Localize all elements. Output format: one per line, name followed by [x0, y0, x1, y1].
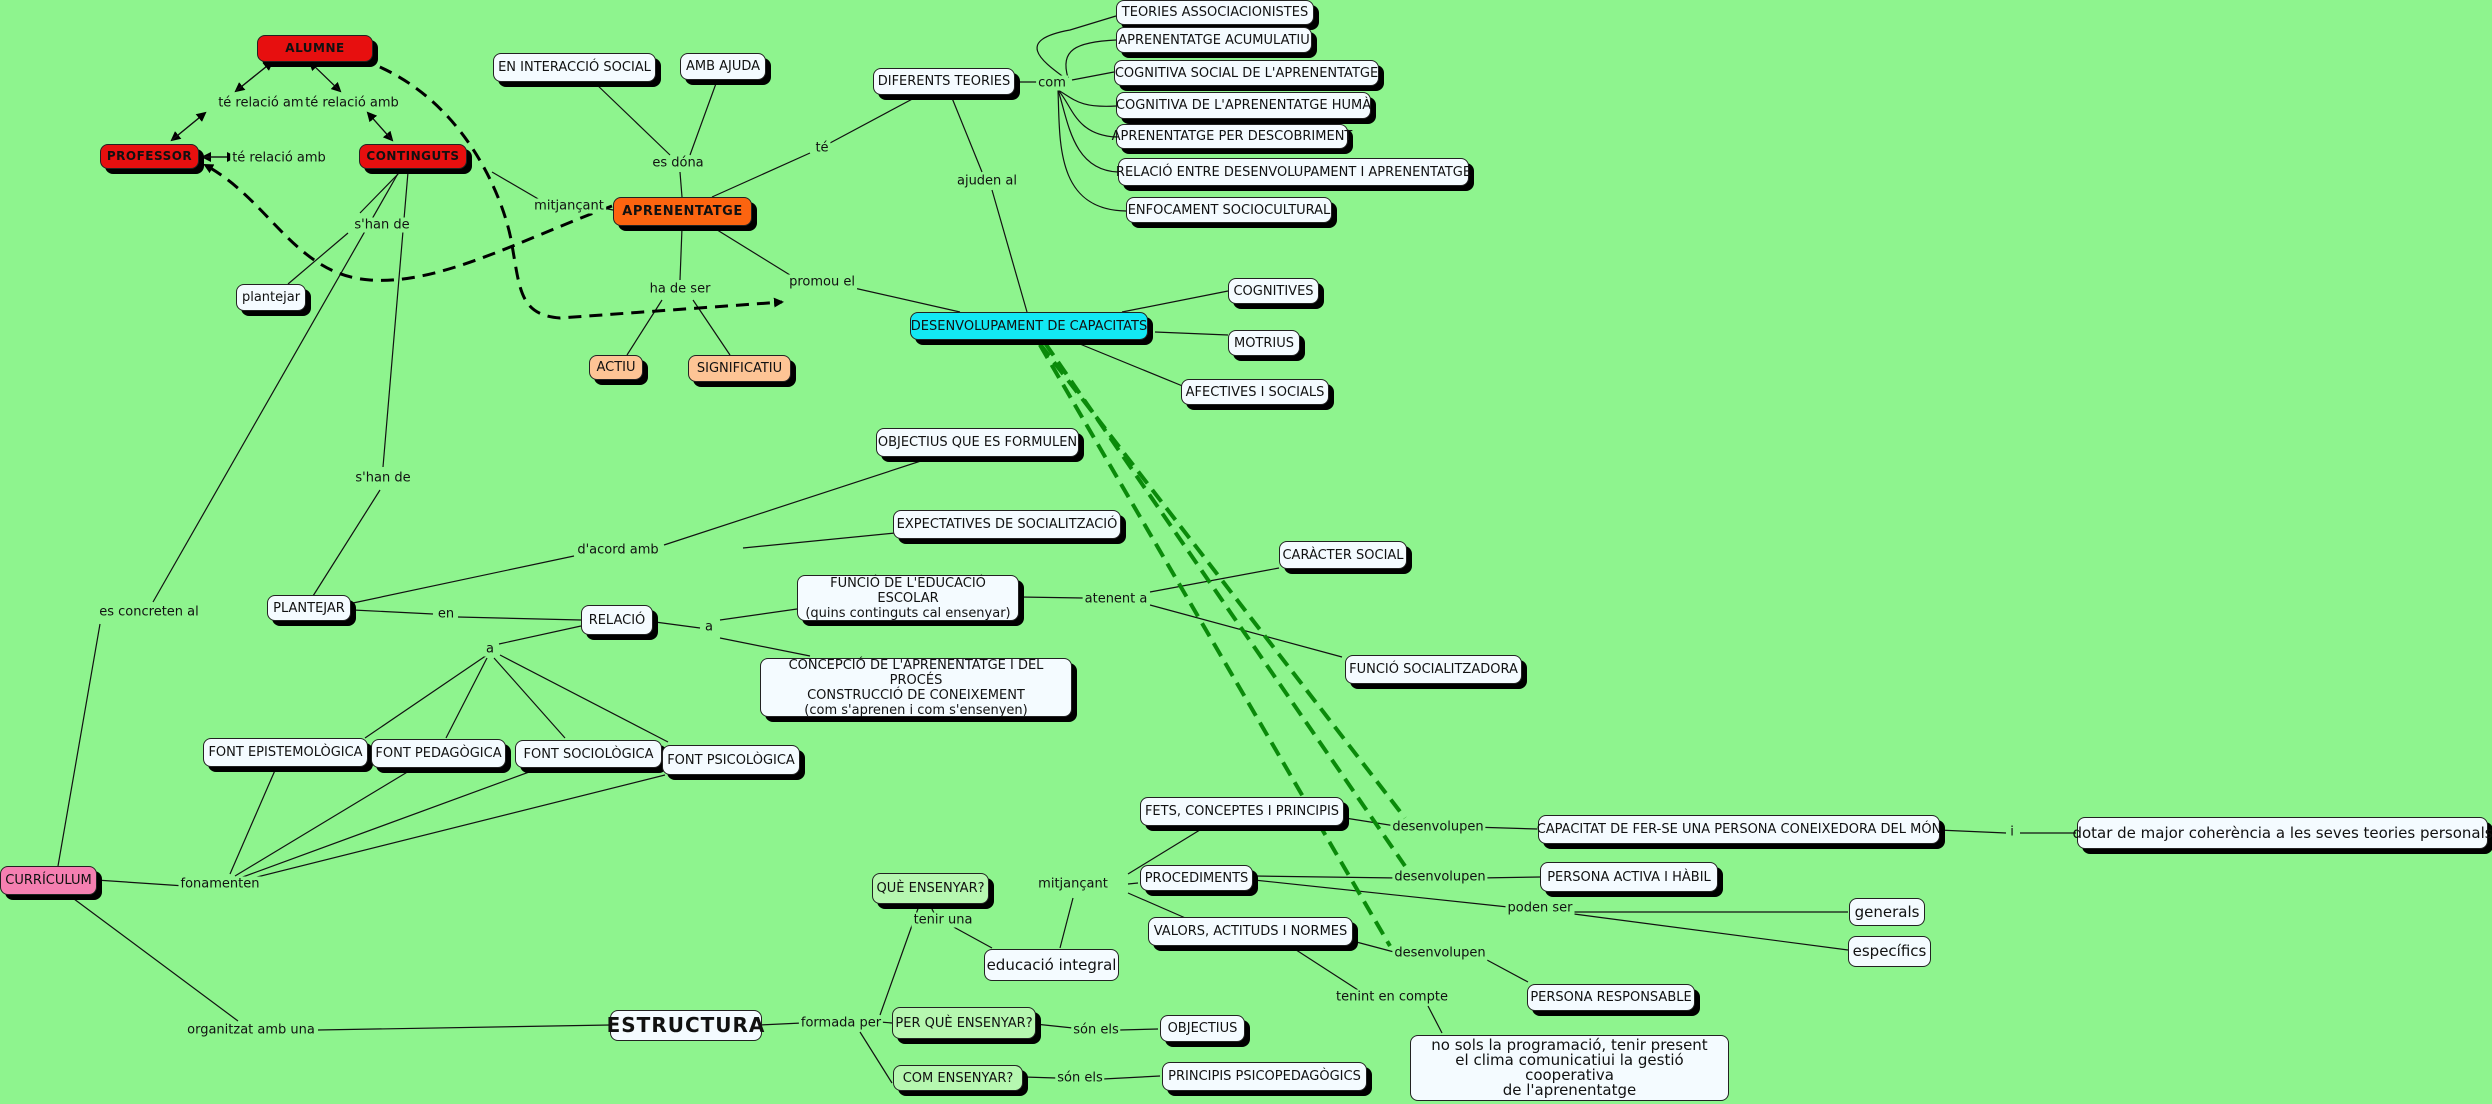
node-aprenentatge-acumulatiu[interactable]: APRENENTATGE ACUMULATIU	[1116, 27, 1312, 53]
node-cognitiva-social[interactable]: COGNITIVA SOCIAL DE L'APRENENTATGE	[1114, 60, 1379, 86]
link-label: promou el	[787, 274, 857, 290]
concepcio-line2: CONSTRUCCIÓ DE CONEIXEMENT	[807, 687, 1025, 703]
node-cognitiva-huma[interactable]: COGNITIVA DE L'APRENENTATGE HUMÀ	[1116, 92, 1371, 119]
node-procediments[interactable]: PROCEDIMENTS	[1140, 865, 1253, 891]
node-que-ensenyar[interactable]: QUÈ ENSENYAR?	[872, 873, 989, 904]
link-label: a	[703, 619, 715, 635]
node-valors[interactable]: VALORS, ACTITUDS I NORMES	[1148, 917, 1353, 946]
node-relacio[interactable]: RELACIÓ	[581, 605, 653, 635]
link-label: es concreten al	[97, 604, 201, 620]
link-label: en	[435, 606, 457, 622]
node-motrius[interactable]: MOTRIUS	[1228, 330, 1300, 356]
node-significatiu[interactable]: SIGNIFICATIU	[688, 355, 791, 382]
node-en-interaccio-social[interactable]: EN INTERACCIÓ SOCIAL	[493, 53, 656, 82]
link-label: té	[813, 140, 831, 156]
link-label: atenent a	[1082, 591, 1150, 607]
node-objectius-formulen[interactable]: OBJECTIUS QUE ES FORMULEN	[876, 428, 1079, 457]
link-label: s'han de	[352, 217, 412, 233]
concepcio-line1: CONCEPCIÓ DE L'APRENENTATGE I DEL PROCÉS	[788, 657, 1044, 688]
link-label: desenvolupen	[1390, 819, 1486, 835]
node-relacio-desenvolupament[interactable]: RELACIÓ ENTRE DESENVOLUPAMENT I APRENENT…	[1116, 158, 1471, 186]
funcio-educacio-line2: (quins continguts cal ensenyar)	[805, 605, 1011, 621]
node-teories-associacionistes[interactable]: TEORIES ASSOCIACIONISTES	[1116, 0, 1314, 25]
node-estructura[interactable]: ESTRUCTURA	[607, 1010, 764, 1041]
node-fets-conceptes[interactable]: FETS, CONCEPTES I PRINCIPIS	[1140, 797, 1344, 826]
link-label: ha de ser	[647, 281, 713, 297]
node-objectius[interactable]: OBJECTIUS	[1160, 1015, 1245, 1042]
node-persona-responsable[interactable]: PERSONA RESPONSABLE	[1527, 984, 1695, 1011]
link-label: d'acord amb	[575, 542, 661, 558]
node-caracter-social[interactable]: CARÀCTER SOCIAL	[1279, 541, 1407, 569]
node-funcio-educacio[interactable]: FUNCIÓ DE L'EDUCACIÓ ESCOLAR (quins cont…	[797, 575, 1019, 621]
link-label: té relació amb	[230, 150, 328, 166]
node-professor[interactable]: PROFESSOR	[100, 144, 199, 169]
node-curriculum[interactable]: CURRÍCULUM	[0, 866, 97, 895]
node-persona-activa[interactable]: PERSONA ACTIVA I HÀBIL	[1540, 862, 1718, 892]
link-label: a	[484, 641, 496, 657]
link-label: desenvolupen	[1392, 945, 1488, 961]
link-label: mitjançant	[532, 198, 606, 214]
node-educacio-integral[interactable]: educació integral	[984, 949, 1119, 981]
node-no-sols[interactable]: no sols la programació, tenir present el…	[1410, 1035, 1729, 1101]
funcio-educacio-line1: FUNCIÓ DE L'EDUCACIÓ ESCOLAR	[830, 575, 986, 606]
node-per-que-ensenyar[interactable]: PER QUÈ ENSENYAR?	[892, 1007, 1036, 1039]
link-label: poden ser	[1505, 900, 1575, 916]
node-plantejar[interactable]: PLANTEJAR	[267, 595, 351, 621]
node-capacitat-fer-se[interactable]: CAPACITAT DE FER-SE UNA PERSONA CONEIXED…	[1537, 815, 1941, 844]
link-label: desenvolupen	[1392, 869, 1488, 885]
link-label: tenint en compte	[1334, 989, 1450, 1005]
node-font-epistemologica[interactable]: FONT EPISTEMOLÒGICA	[203, 738, 368, 767]
node-generals[interactable]: generals	[1849, 898, 1925, 926]
link-label: es dóna	[650, 155, 706, 171]
no-sols-line1: no sols la programació, tenir present	[1431, 1036, 1708, 1054]
node-enfocament-sociocultural[interactable]: ENFOCAMENT SOCIOCULTURAL	[1126, 197, 1332, 223]
no-sols-line3: de l'aprenentatge	[1502, 1081, 1637, 1099]
node-font-pedagogica[interactable]: FONT PEDAGÒGICA	[371, 739, 506, 768]
node-com-ensenyar[interactable]: COM ENSENYAR?	[893, 1065, 1023, 1091]
link-label: ajuden al	[954, 173, 1020, 189]
node-afectives-socials[interactable]: AFECTIVES I SOCIALS	[1181, 379, 1329, 405]
link-label: té relació amb	[216, 95, 314, 111]
node-expectatives[interactable]: EXPECTATIVES DE SOCIALITZACIÓ	[893, 510, 1121, 539]
link-label: tenir una	[911, 912, 975, 928]
node-font-psicologica[interactable]: FONT PSICOLÒGICA	[662, 745, 800, 775]
link-label: són els	[1071, 1022, 1121, 1038]
node-amb-ajuda[interactable]: AMB AJUDA	[680, 53, 766, 80]
node-dotar-coherencia[interactable]: dotar de major coherència a les seves te…	[2072, 817, 2492, 849]
link-label: i	[2008, 824, 2016, 840]
node-font-sociologica[interactable]: FONT SOCIOLÒGICA	[515, 740, 662, 768]
no-sols-line2: el clima comunicatiui la gestió cooperat…	[1455, 1051, 1684, 1084]
node-funcio-socialitzadora[interactable]: FUNCIÓ SOCIALITZADORA	[1345, 655, 1522, 684]
link-label: fonamenten	[178, 876, 262, 892]
node-concepcio[interactable]: CONCEPCIÓ DE L'APRENENTATGE I DEL PROCÉS…	[760, 657, 1072, 718]
link-label: formada per	[798, 1015, 884, 1031]
link-label: com	[1036, 75, 1068, 91]
node-per-descobriment[interactable]: APRENENTATGE PER DESCOBRIMENT	[1112, 124, 1352, 149]
link-label: s'han de	[353, 470, 413, 486]
node-plantejar-small[interactable]: plantejar	[236, 284, 306, 311]
link-label: organitzat amb una	[185, 1022, 317, 1038]
link-label: té relació amb	[303, 95, 401, 111]
link-label: són els	[1055, 1070, 1105, 1086]
node-actiu[interactable]: ACTIU	[589, 355, 643, 380]
node-especifics[interactable]: específics	[1848, 936, 1931, 967]
node-principis-psicopedagogics[interactable]: PRINCIPIS PSICOPEDAGÒGICS	[1162, 1062, 1367, 1091]
node-aprenentatge[interactable]: APRENENTATGE	[613, 197, 752, 226]
node-continguts[interactable]: CONTINGUTS	[359, 144, 467, 169]
node-diferents-teories[interactable]: DIFERENTS TEORIES	[873, 68, 1015, 95]
node-cognitives[interactable]: COGNITIVES	[1228, 278, 1319, 304]
node-alumne[interactable]: ALUMNE	[257, 35, 373, 62]
node-desenvolupament-capacitats[interactable]: DESENVOLUPAMENT DE CAPACITATS	[910, 312, 1148, 340]
concepcio-line3: (com s'aprenen i com s'ensenyen)	[804, 702, 1028, 718]
link-label: mitjançant	[1036, 876, 1110, 892]
